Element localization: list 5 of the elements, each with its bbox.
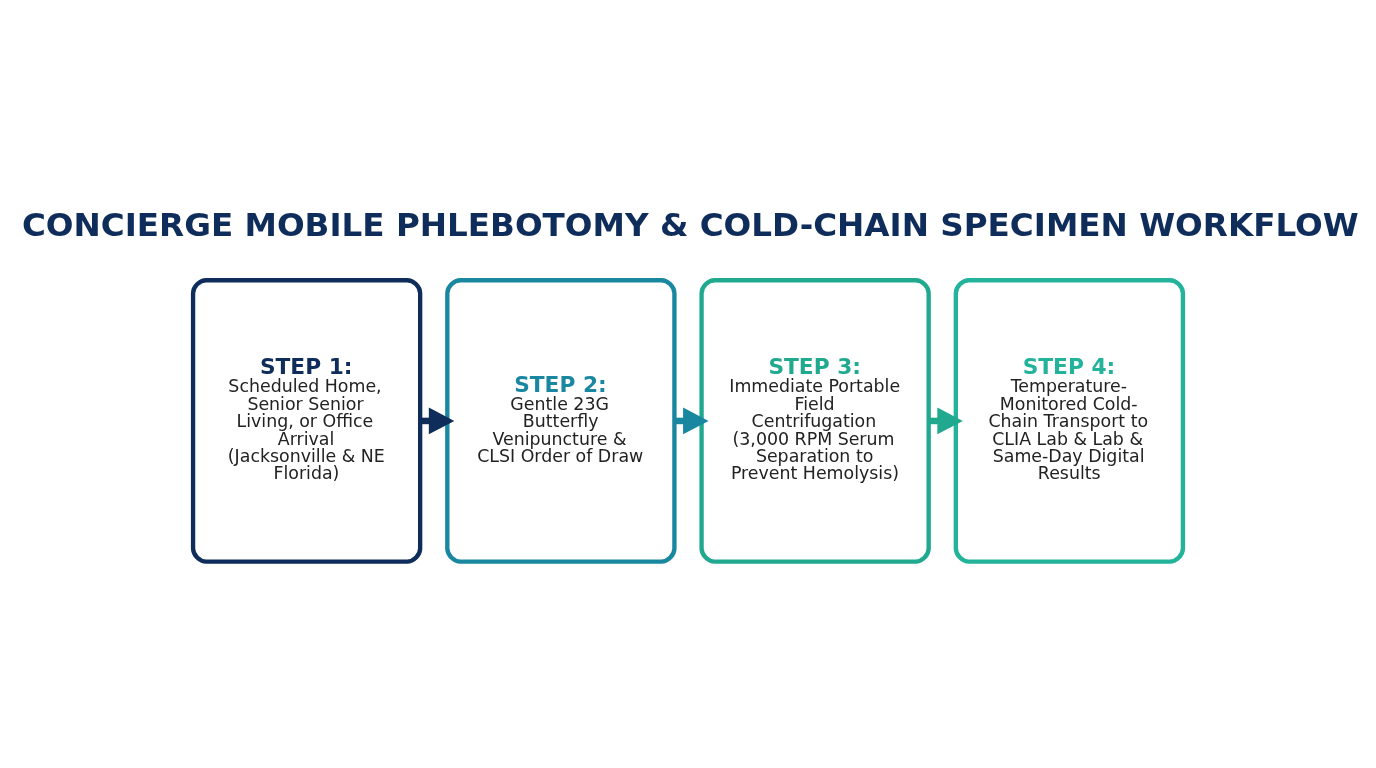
diagram-title: CONCIERGE MOBILE PHLEBOTOMY & COLD-CHAIN SPECIMEN WORKFLOW: [21, 205, 1359, 244]
node-box: STEP 4: Temperature-Monitored Cold-Chain Transport to CLIA Lab & Lab & Same-Day Digital Results: [953, 278, 1186, 564]
node-box: STEP 1: Scheduled Home, Senior Senior Living, or Office Arrival (Jacksonville & NE Florida): [190, 278, 423, 564]
node-box: STEP 3: Immediate Portable Field Centrifugation (3,000 RPM Serum Separation to Prevent Hemolysis): [699, 278, 931, 564]
node-box: STEP 2: Gentle 23G Butterfly Venipuncture & CLSI Order of Draw: [445, 278, 677, 564]
